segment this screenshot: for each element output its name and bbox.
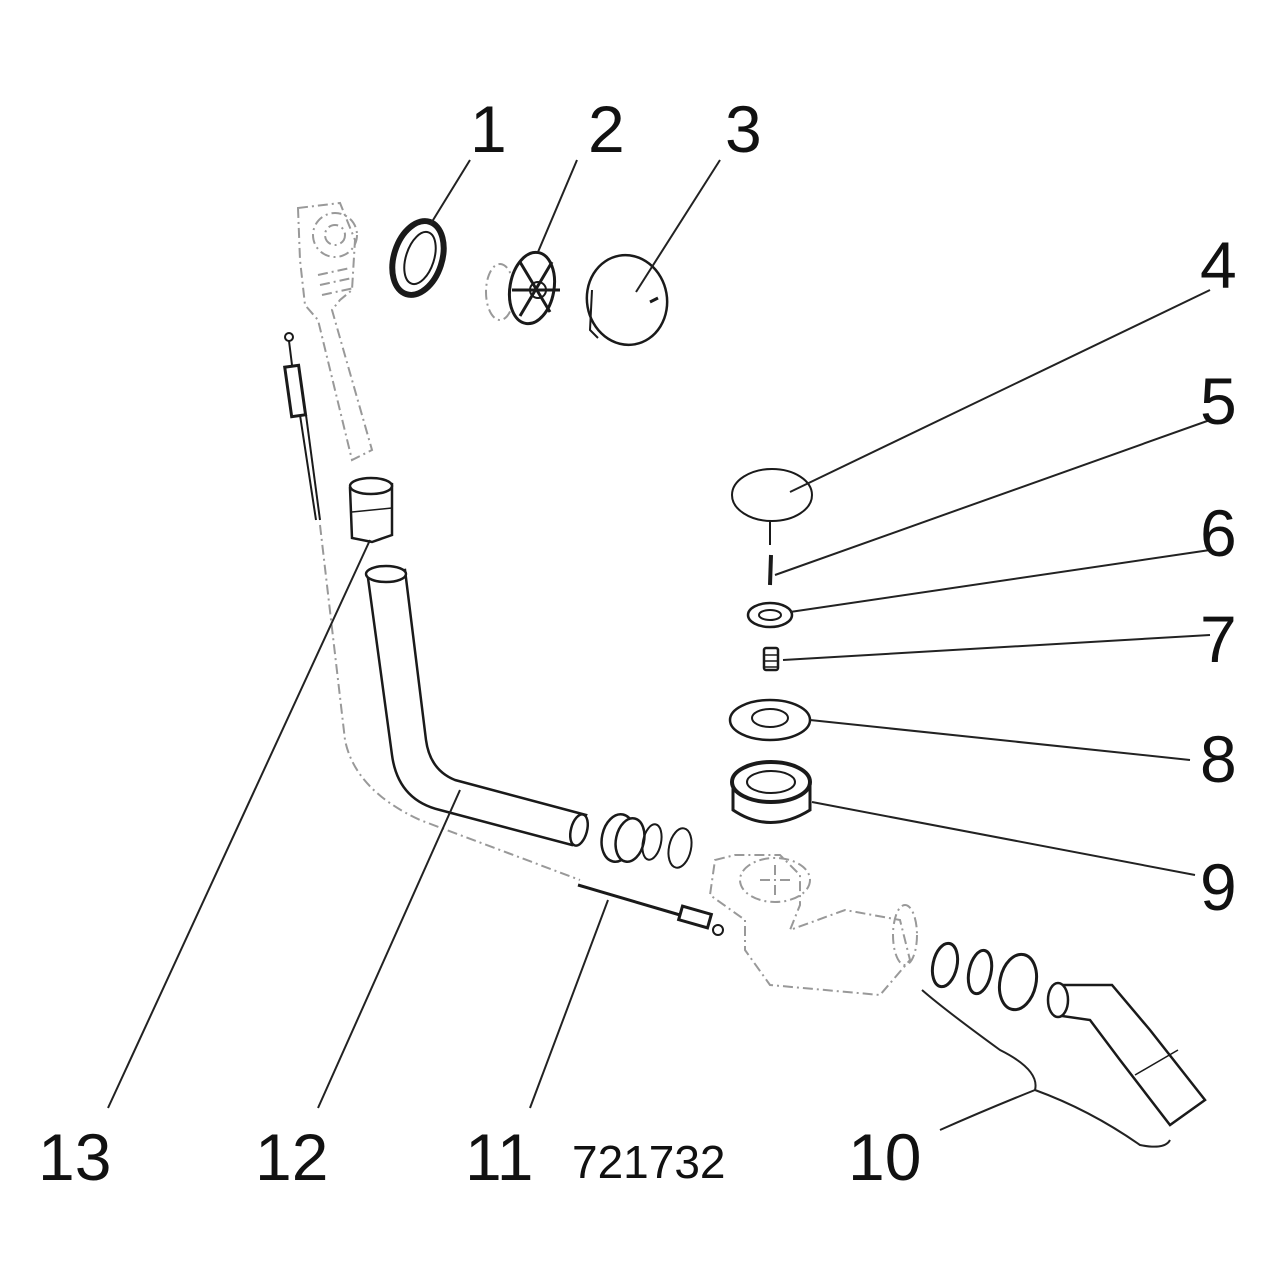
part-8-strainer <box>728 698 812 742</box>
callout-3: 3 <box>725 92 762 166</box>
callout-8: 8 <box>1200 722 1237 796</box>
bowden-cable <box>283 332 581 881</box>
part-5-screw <box>768 554 773 586</box>
part-1-ring <box>389 218 447 298</box>
callout-2: 2 <box>588 92 625 166</box>
leader-lines <box>107 159 1211 1148</box>
trap-right-fittings <box>930 941 1039 1012</box>
callout-7: 7 <box>1200 602 1237 676</box>
callout-11: 11 <box>465 1120 534 1194</box>
trap-left-fittings <box>600 813 693 869</box>
callout-1: 1 <box>470 92 507 166</box>
overflow-housing <box>296 201 374 462</box>
part-11-rod <box>577 883 724 936</box>
part-7-bolt <box>762 646 780 672</box>
part-2-insert <box>485 250 560 326</box>
callout-4: 4 <box>1200 228 1237 302</box>
part-9-flange <box>730 760 812 824</box>
callout-13: 13 <box>38 1120 111 1194</box>
part-12-pipe <box>364 564 590 847</box>
callout-6: 6 <box>1200 496 1237 570</box>
callout-numbers: 1 2 3 4 5 6 7 8 9 10 11 12 13 721732 <box>38 92 1237 1194</box>
article-number: 721732 <box>572 1136 726 1188</box>
trap-body <box>708 854 918 997</box>
part-13-sleeve <box>348 476 394 544</box>
callout-12: 12 <box>255 1120 328 1194</box>
part-4-plug <box>731 468 813 545</box>
callout-9: 9 <box>1200 850 1237 924</box>
outlet-bend <box>1046 981 1207 1127</box>
callout-10: 10 <box>848 1120 921 1194</box>
part-3-cap <box>585 253 669 347</box>
part-6-washer <box>746 601 794 629</box>
callout-5: 5 <box>1200 364 1237 438</box>
